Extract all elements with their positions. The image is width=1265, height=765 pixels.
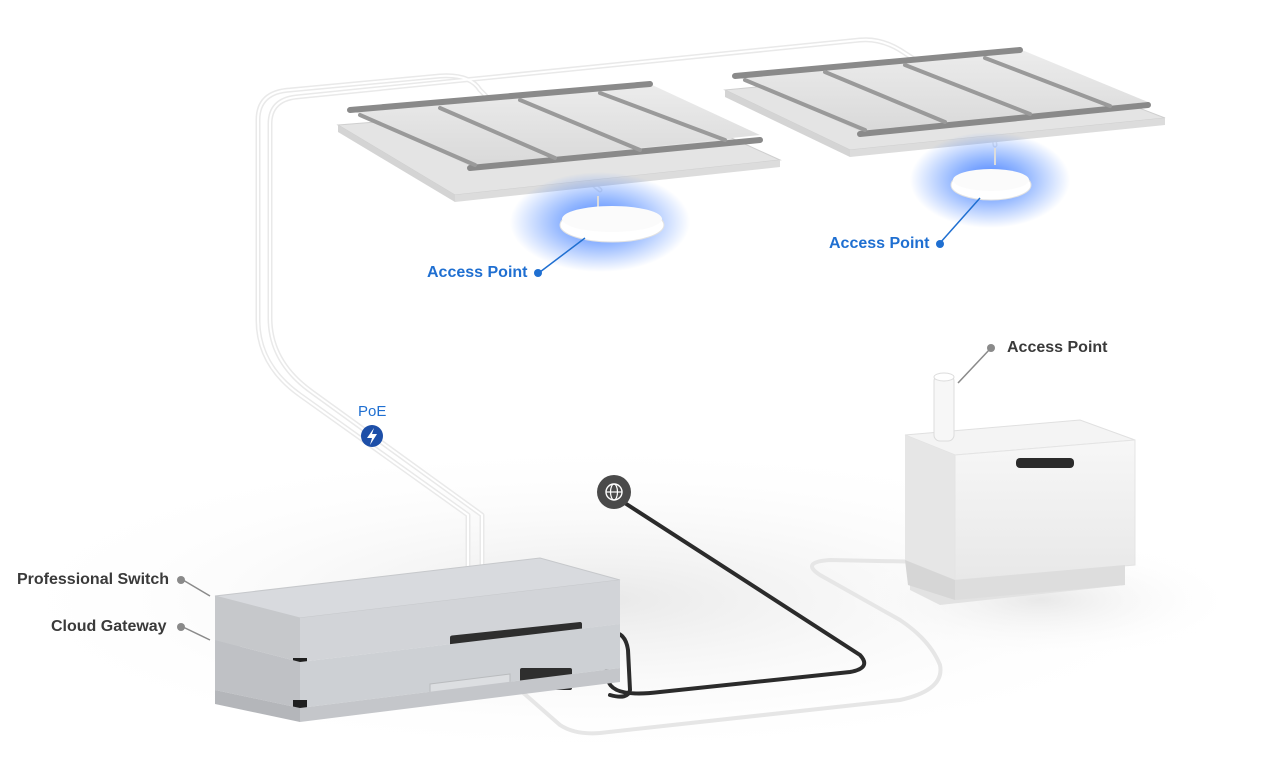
professional-switch-label: Professional Switch (17, 571, 170, 588)
lightning-bolt-icon (361, 425, 383, 447)
outdoor-antenna (933, 372, 955, 442)
cloud-gateway-label: Cloud Gateway (51, 618, 167, 635)
access-point-label-right: Access Point (829, 235, 930, 252)
access-point-label-outdoor: Access Point (1007, 339, 1108, 356)
wan-cable (604, 494, 867, 696)
poe-label: PoE (358, 403, 387, 420)
access-point-label-left: Access Point (427, 264, 528, 281)
access-point-left-device (559, 206, 665, 243)
cloud-gateway-device (215, 624, 620, 722)
ceiling-tile-right (723, 47, 1166, 157)
outdoor-cable (518, 557, 943, 736)
professional-switch-device (214, 557, 621, 672)
globe-icon (597, 475, 631, 509)
outdoor-enclosure (904, 419, 1136, 605)
access-point-right-device (950, 169, 1032, 201)
